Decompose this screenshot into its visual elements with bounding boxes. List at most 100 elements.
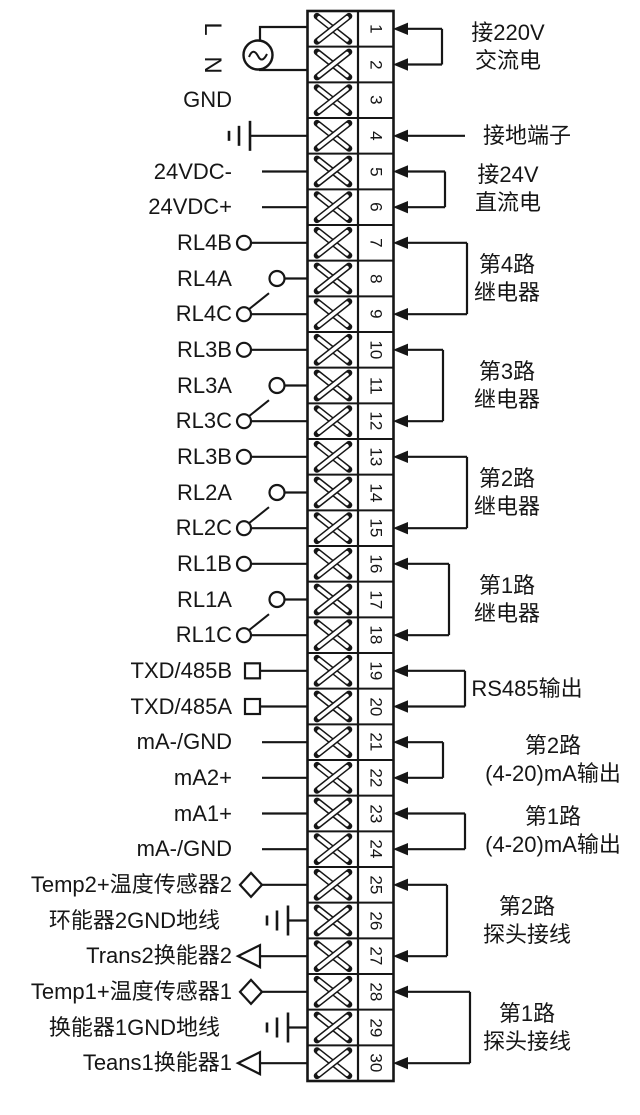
- terminal-20-number: 20: [366, 697, 386, 716]
- annotation-linework: [393, 129, 465, 143]
- x-bar-core: [317, 265, 349, 292]
- terminal-12-label: RL3C: [175, 408, 232, 434]
- annotation-label-line: 接地端子: [482, 122, 571, 148]
- terminal-28-label: Temp1+温度传感器1: [30, 978, 232, 1004]
- x-bar-core: [317, 51, 349, 78]
- relay-lever-line: [248, 506, 270, 524]
- terminal-3-label: GND: [183, 87, 232, 113]
- arrow-icon: [393, 842, 408, 856]
- terminal-27-label: Trans2换能器2: [86, 943, 232, 969]
- annotation-label: 第3路继电器: [397, 358, 617, 414]
- terminal-16-number: 16: [366, 554, 386, 574]
- temp-sensor-connector-icon: [238, 978, 264, 1006]
- terminal-5-number: 5: [366, 166, 386, 177]
- arrow-icon: [393, 58, 408, 71]
- terminal-18-label: RL1C: [175, 622, 232, 648]
- terminal-2-number: 2: [366, 59, 386, 70]
- x-bar-core: [317, 979, 349, 1005]
- terminal-23-label: mA1+: [173, 800, 232, 826]
- terminal-27-number: 27: [366, 946, 386, 966]
- x-bar-core: [317, 515, 349, 541]
- arrow-icon: [393, 628, 408, 642]
- terminal-10-number: 10: [366, 340, 386, 360]
- annotation-label: 第1路探头接线: [417, 1000, 637, 1056]
- arrow-icon: [393, 807, 408, 820]
- x-bar-core: [317, 836, 349, 862]
- screw-terminal-x-icon: [313, 405, 353, 438]
- terminal-26-label: 环能器2GND地线: [48, 907, 220, 933]
- relay-contact-icon: [268, 269, 286, 288]
- terminal-15-number: 15: [366, 518, 386, 538]
- arrow-icon: [393, 129, 408, 143]
- terminal-29-number: 29: [366, 1018, 386, 1037]
- annotation-label: 第2路探头接线: [417, 893, 637, 949]
- x-bar-core: [317, 907, 349, 934]
- arrow-icon: [393, 22, 408, 36]
- earth-ground-icon: [227, 120, 308, 151]
- x-bar-core: [317, 479, 349, 506]
- square-connector-icon: [243, 697, 262, 716]
- screw-terminal-x-icon: [313, 583, 353, 616]
- screw-terminal-x-icon: [313, 868, 353, 901]
- screw-terminal-x-icon: [313, 547, 353, 580]
- annotation-label-line: 探头接线: [482, 921, 571, 947]
- x-bar-core: [317, 123, 349, 149]
- terminal-19-number: 19: [366, 661, 386, 681]
- annotation-label-line: 第2路: [524, 733, 582, 758]
- terminal-5-label: 24VDC-: [153, 158, 232, 184]
- annotation-label-line: 第2路: [498, 893, 556, 919]
- x-bar-core: [317, 693, 349, 720]
- arrow-icon: [393, 985, 408, 999]
- terminal-23-number: 23: [366, 804, 386, 823]
- screw-terminal-x-icon: [313, 975, 353, 1008]
- annotation-label-line: 探头接线: [482, 1028, 571, 1054]
- annotation-linework: [393, 878, 449, 963]
- arrow-icon: [393, 307, 408, 321]
- annotation-label-line: 直流电: [474, 190, 541, 216]
- x-bar-core: [317, 1014, 349, 1041]
- terminal-22-label: mA2+: [173, 764, 232, 790]
- x-bar-core: [317, 158, 349, 185]
- terminal-18-number: 18: [366, 625, 386, 645]
- arrow-icon: [393, 700, 408, 713]
- terminal-11-number: 11: [366, 376, 386, 395]
- terminal-17-label: RL1A: [176, 586, 232, 612]
- screw-terminal-x-icon: [313, 797, 353, 830]
- relay-contact-icon: [235, 234, 253, 251]
- square-connector-icon: [243, 662, 262, 680]
- x-bar-core: [317, 301, 349, 327]
- relay-contact-icon: [235, 448, 253, 465]
- annotation-label: RS485输出: [417, 675, 637, 703]
- terminal-22-number: 22: [366, 768, 386, 788]
- screw-terminal-x-icon: [313, 226, 353, 259]
- x-bar-core: [317, 16, 349, 42]
- terminal-2-label: N: [199, 55, 226, 74]
- arrow-icon: [393, 450, 408, 464]
- x-bar-core: [317, 337, 349, 363]
- annotation-linework: [393, 22, 444, 71]
- terminal-30-number: 30: [366, 1053, 386, 1073]
- annotation-linework: [393, 236, 469, 321]
- relay-contact-icon: [235, 306, 253, 323]
- relay-contact-icon: [235, 555, 253, 572]
- temp-sensor-connector-icon: [238, 871, 264, 899]
- terminal-14-label: RL2A: [176, 479, 232, 505]
- annotation-label-line: 继电器: [473, 493, 540, 519]
- arrow-icon: [393, 949, 408, 963]
- terminal-3-number: 3: [366, 95, 386, 105]
- x-bar-core: [317, 943, 349, 969]
- screw-terminal-x-icon: [313, 619, 353, 652]
- screw-terminal-x-icon: [313, 262, 353, 295]
- x-bar-core: [317, 408, 349, 434]
- annotation-label: 第4路继电器: [397, 251, 617, 307]
- terminal-14-number: 14: [366, 483, 386, 502]
- relay-contact-icon: [235, 627, 253, 644]
- arrow-icon: [393, 200, 408, 214]
- annotation-linework: [393, 450, 469, 535]
- arrow-icon: [393, 343, 408, 357]
- annotation-linework: [393, 557, 451, 642]
- annotation-label: 第1路(4-20)mA输出: [443, 803, 640, 859]
- ac-tilde-glyph: [248, 50, 268, 61]
